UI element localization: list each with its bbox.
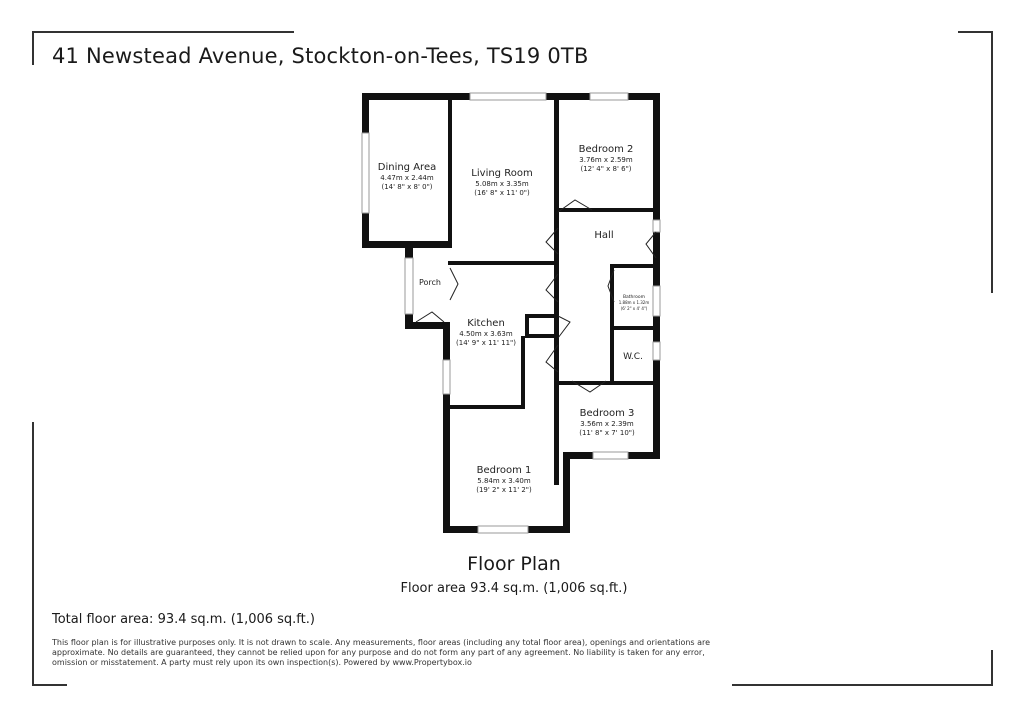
- room-bathroom: Bathroom 1.88m x 1.32m (6' 2" x 4' 4"): [619, 294, 650, 311]
- wall: [525, 314, 558, 318]
- room-size-metric: 5.08m x 3.35m: [475, 180, 529, 188]
- wall: [610, 264, 614, 382]
- room-hall: Hall: [594, 230, 613, 241]
- room-name: Bedroom 1: [477, 465, 532, 476]
- room-porch: Porch: [419, 278, 441, 287]
- wall: [448, 261, 558, 265]
- room-name: Kitchen: [467, 318, 505, 329]
- wall: [558, 381, 656, 385]
- door-swing: [607, 269, 615, 303]
- wall: [443, 322, 450, 533]
- room-name: W.C.: [623, 352, 643, 362]
- room-name: Bedroom 3: [580, 408, 635, 419]
- window: [652, 285, 661, 317]
- room-dining: Dining Area 4.47m x 2.44m (14' 8" x 8' 0…: [378, 162, 436, 191]
- room-kitchen: Kitchen 4.50m x 3.63m (14' 9" x 11' 11"): [456, 318, 516, 347]
- frame-bottom-left-v: [32, 422, 34, 686]
- room-name: Hall: [594, 230, 613, 241]
- window: [404, 257, 414, 315]
- room-name: Bathroom: [623, 294, 645, 300]
- room-size-imperial: (16' 8" x 11' 0"): [474, 189, 530, 197]
- window: [589, 92, 629, 101]
- room-bedroom-1: Bedroom 1 5.84m x 3.40m (19' 2" x 11' 2"…: [476, 465, 532, 494]
- room-size-imperial: (14' 9" x 11' 11"): [456, 339, 516, 347]
- doors: [415, 199, 657, 393]
- room-size-metric: 4.50m x 3.63m: [459, 330, 513, 338]
- door-swing: [645, 231, 657, 259]
- room-living: Living Room 5.08m x 3.35m (16' 8" x 11' …: [471, 168, 532, 197]
- door-swing: [571, 380, 607, 393]
- wall: [525, 334, 558, 338]
- wall: [610, 264, 656, 268]
- door-swing: [557, 199, 593, 213]
- wall: [525, 314, 529, 338]
- disclaimer-text: This floor plan is for illustrative purp…: [52, 638, 711, 667]
- property-address: 41 Newstead Avenue, Stockton-on-Tees, TS…: [52, 44, 589, 68]
- room-bedroom-3: Bedroom 3 3.56m x 2.39m (11' 8" x 7' 10"…: [579, 408, 635, 437]
- wall: [521, 336, 525, 408]
- frame-top-right-h: [958, 31, 993, 33]
- room-size-imperial: (12' 4" x 8' 6"): [580, 165, 631, 173]
- window: [361, 132, 370, 214]
- door-swing: [545, 273, 559, 303]
- window: [477, 525, 529, 534]
- wall: [554, 93, 559, 485]
- room-size-metric: 5.84m x 3.40m: [477, 477, 531, 485]
- wall: [610, 326, 656, 330]
- room-name: Porch: [419, 278, 441, 287]
- wall: [653, 93, 660, 459]
- wall: [450, 405, 525, 409]
- room-name: Dining Area: [378, 162, 436, 173]
- room-size-metric: 3.56m x 2.39m: [580, 420, 634, 428]
- windows: [361, 92, 661, 534]
- room-name: Bedroom 2: [579, 144, 634, 155]
- room-size-imperial: (14' 8" x 8' 0"): [381, 183, 432, 191]
- room-wc: W.C.: [623, 352, 643, 362]
- window: [652, 219, 661, 233]
- door-swing: [545, 344, 559, 373]
- frame-bottom-right-v: [991, 650, 993, 686]
- room-size-metric: 1.88m x 1.32m: [619, 300, 650, 305]
- window: [442, 359, 451, 395]
- room-size-imperial: (11' 8" x 7' 10"): [579, 429, 635, 437]
- door-swing: [557, 315, 571, 339]
- frame-top-left-v: [32, 31, 34, 65]
- total-floor-area: Total floor area: 93.4 sq.m. (1,006 sq.f…: [52, 612, 315, 627]
- frame-bottom-left-h: [32, 684, 67, 686]
- window: [592, 451, 629, 460]
- room-size-imperial: (6' 2" x 4' 4"): [621, 306, 648, 311]
- frame-top-left-h: [32, 31, 294, 33]
- room-size-metric: 4.47m x 2.44m: [380, 174, 434, 182]
- door-swing: [415, 311, 445, 323]
- frame-top-right-v: [991, 31, 993, 293]
- window: [469, 92, 547, 101]
- room-size-imperial: (19' 2" x 11' 2"): [476, 486, 532, 494]
- door-swing: [545, 227, 559, 255]
- wall: [448, 96, 452, 248]
- window: [652, 341, 661, 361]
- floor-plan-title: Floor Plan: [467, 553, 561, 575]
- wall: [362, 241, 452, 248]
- door-swing: [449, 267, 459, 301]
- wall: [563, 455, 570, 533]
- wall: [556, 208, 656, 212]
- room-bedroom-2: Bedroom 2 3.76m x 2.59m (12' 4" x 8' 6"): [579, 144, 634, 173]
- room-name: Living Room: [471, 168, 532, 179]
- floor-area-caption: Floor area 93.4 sq.m. (1,006 sq.ft.): [400, 581, 628, 596]
- frame-bottom-right-h: [732, 684, 993, 686]
- room-size-metric: 3.76m x 2.59m: [579, 156, 633, 164]
- wall: [405, 322, 445, 329]
